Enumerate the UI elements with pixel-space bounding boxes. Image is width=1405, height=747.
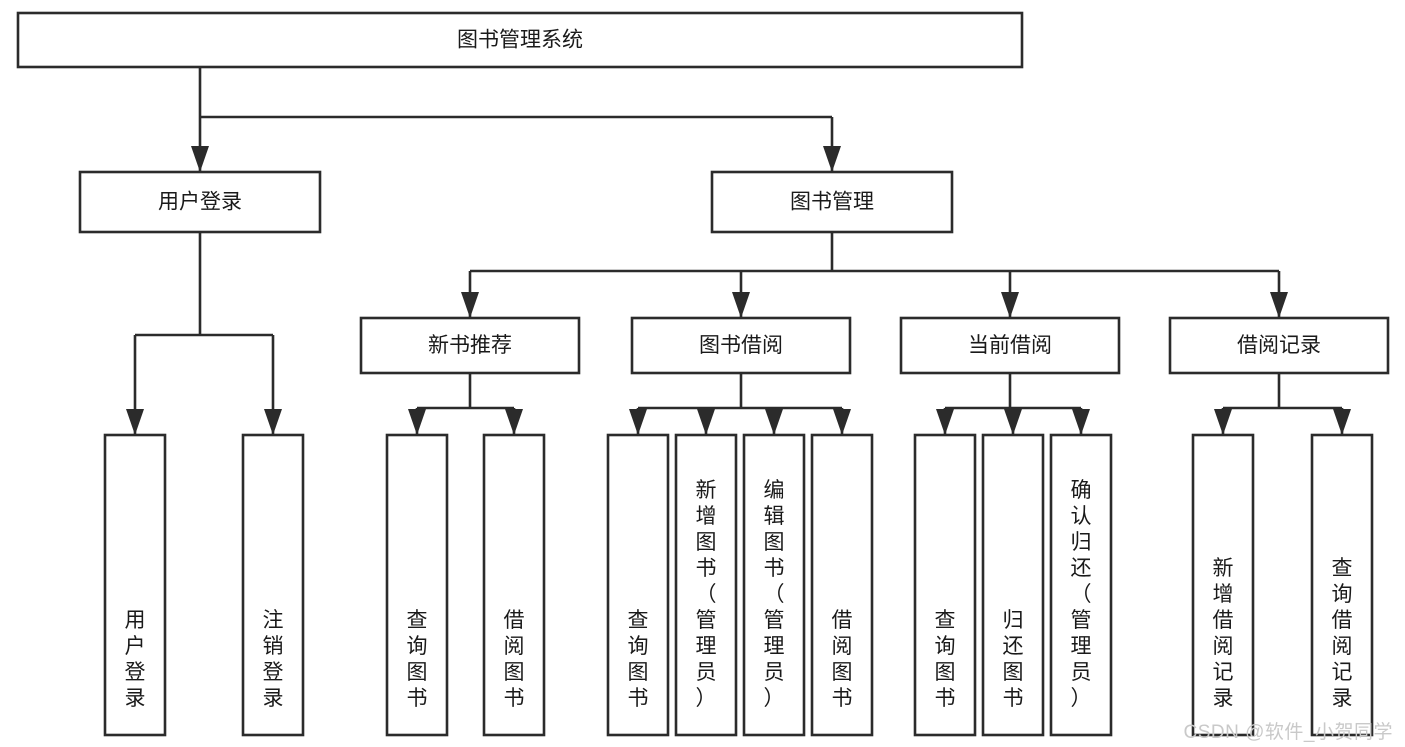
node-level3-0-label: 新书推荐 [428, 334, 512, 357]
node-leaf-11[interactable]: 新增借阅记录 [1191, 433, 1255, 737]
node-leaf-9[interactable]: 归还图书 [981, 433, 1045, 737]
arrow-head-icon-login-leaf-1 [264, 409, 282, 435]
node-leaf-4[interactable]: 查询图书 [606, 433, 670, 737]
node-leaf-2-rect[interactable] [385, 433, 449, 737]
node-level3-2-rect[interactable] [899, 316, 1121, 375]
node-leaf-10-rect[interactable] [1049, 433, 1113, 737]
arrow-head-icon-leaf-2-2 [1072, 409, 1090, 435]
arrow-head-icon-leaf-3-0 [1214, 409, 1232, 435]
node-leaf-3[interactable]: 借阅图书 [482, 433, 546, 737]
node-leaf-12-label: 查询借阅记录 [1332, 557, 1353, 710]
arrow-head-icon-leaf-0-1 [505, 409, 523, 435]
arrow-head-icon-level3-2 [1001, 292, 1019, 318]
node-leaf-12[interactable]: 查询借阅记录 [1310, 433, 1374, 737]
node-level2-0-label: 用户登录 [158, 191, 242, 214]
node-leaf-4-label: 查询图书 [628, 609, 649, 710]
arrow-head-icon-level3-3 [1270, 292, 1288, 318]
node-leaf-3-label: 借阅图书 [504, 609, 525, 710]
node-level3-3-rect[interactable] [1168, 316, 1390, 375]
arrow-head-icon-level2-0 [191, 146, 209, 172]
node-leaf-1-label: 注销登录 [263, 609, 284, 710]
node-level3-1[interactable]: 图书借阅 [630, 316, 852, 375]
arrow-head-icon-level3-1 [732, 292, 750, 318]
node-leaf-10-label: 确认归还（管理员） [1071, 479, 1092, 710]
node-leaf-1-rect[interactable] [241, 433, 305, 737]
node-root-label: 图书管理系统 [457, 29, 583, 52]
watermark-label: CSDN @软件_小贺同学 [1183, 722, 1393, 743]
node-leaf-6-label: 编辑图书（管理员） [764, 479, 785, 710]
connector-layer [126, 67, 1351, 435]
node-leaf-5-rect[interactable] [674, 433, 738, 737]
node-level3-3-label: 借阅记录 [1237, 334, 1321, 357]
node-leaf-7-label: 借阅图书 [832, 609, 853, 710]
node-leaf-0-rect[interactable] [103, 433, 167, 737]
node-leaf-12-rect[interactable] [1310, 433, 1374, 737]
arrow-head-icon-level2-1 [823, 146, 841, 172]
node-root-rect[interactable] [16, 11, 1024, 69]
arrow-head-icon-leaf-1-0 [629, 409, 647, 435]
arrow-head-icon-leaf-1-3 [833, 409, 851, 435]
arrow-head-icon-leaf-3-1 [1333, 409, 1351, 435]
node-leaf-4-rect[interactable] [606, 433, 670, 737]
node-leaf-7[interactable]: 借阅图书 [810, 433, 874, 737]
node-leaf-6[interactable]: 编辑图书（管理员） [742, 433, 806, 737]
node-leaf-2-label: 查询图书 [407, 609, 428, 710]
arrow-head-icon-leaf-1-1 [697, 409, 715, 435]
node-level2-0-rect[interactable] [78, 170, 322, 234]
node-leaf-11-rect[interactable] [1191, 433, 1255, 737]
node-leaf-9-label: 归还图书 [1003, 609, 1024, 710]
arrow-head-icon-leaf-1-2 [765, 409, 783, 435]
node-leaf-5[interactable]: 新增图书（管理员） [674, 433, 738, 737]
node-layer: 图书管理系统用户登录图书管理新书推荐图书借阅当前借阅借阅记录用户登录注销登录查询… [16, 11, 1390, 737]
node-level3-0[interactable]: 新书推荐 [359, 316, 581, 375]
node-leaf-0-label: 用户登录 [125, 609, 146, 710]
node-leaf-6-rect[interactable] [742, 433, 806, 737]
node-leaf-8-rect[interactable] [913, 433, 977, 737]
arrow-head-icon-login-leaf-0 [126, 409, 144, 435]
node-leaf-2[interactable]: 查询图书 [385, 433, 449, 737]
node-leaf-8[interactable]: 查询图书 [913, 433, 977, 737]
arrow-head-icon-leaf-2-0 [936, 409, 954, 435]
node-leaf-10[interactable]: 确认归还（管理员） [1049, 433, 1113, 737]
node-level2-0[interactable]: 用户登录 [78, 170, 322, 234]
node-level3-3[interactable]: 借阅记录 [1168, 316, 1390, 375]
node-level2-1-rect[interactable] [710, 170, 954, 234]
node-leaf-1[interactable]: 注销登录 [241, 433, 305, 737]
node-level3-1-label: 图书借阅 [699, 334, 783, 357]
node-leaf-8-label: 查询图书 [935, 609, 956, 710]
node-level2-1-label: 图书管理 [790, 191, 874, 214]
node-root[interactable]: 图书管理系统 [16, 11, 1024, 69]
node-leaf-5-label: 新增图书（管理员） [696, 479, 717, 710]
arrow-head-icon-level3-0 [461, 292, 479, 318]
node-leaf-11-label: 新增借阅记录 [1213, 557, 1234, 710]
node-leaf-9-rect[interactable] [981, 433, 1045, 737]
arrow-head-icon-leaf-2-1 [1004, 409, 1022, 435]
node-level3-2-label: 当前借阅 [968, 334, 1052, 357]
node-leaf-7-rect[interactable] [810, 433, 874, 737]
node-leaf-3-rect[interactable] [482, 433, 546, 737]
node-level3-1-rect[interactable] [630, 316, 852, 375]
node-leaf-0[interactable]: 用户登录 [103, 433, 167, 737]
node-level3-2[interactable]: 当前借阅 [899, 316, 1121, 375]
node-level2-1[interactable]: 图书管理 [710, 170, 954, 234]
node-level3-0-rect[interactable] [359, 316, 581, 375]
arrow-head-icon-leaf-0-0 [408, 409, 426, 435]
